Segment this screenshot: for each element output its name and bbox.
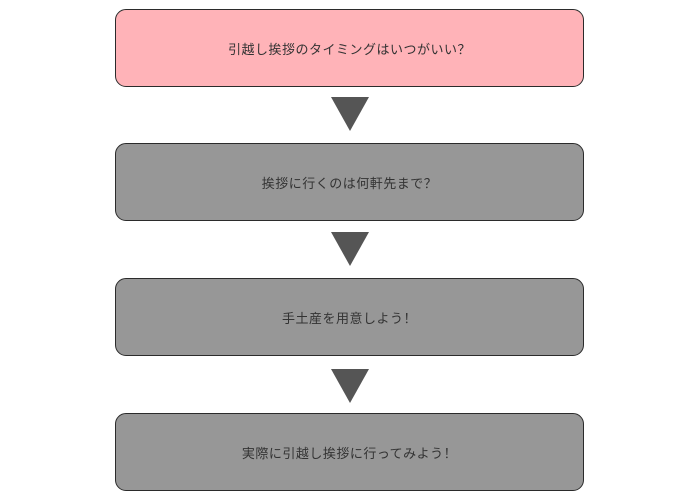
flow-step-1: 引越し挨拶のタイミングはいつがいい？ — [115, 9, 584, 87]
flow-step-1-label: 引越し挨拶のタイミングはいつがいい？ — [227, 42, 471, 58]
flow-step-4: 実際に引越し挨拶に行ってみよう！ — [115, 413, 584, 491]
flow-step-4-label: 実際に引越し挨拶に行ってみよう！ — [241, 446, 458, 462]
flow-step-2-label: 挨拶に行くのは何軒先まで？ — [261, 176, 438, 192]
flow-step-3-label: 手土産を用意しよう！ — [281, 311, 417, 327]
down-arrow-icon — [331, 97, 369, 131]
down-arrow-icon — [331, 232, 369, 266]
flow-step-3: 手土産を用意しよう！ — [115, 278, 584, 356]
down-arrow-icon — [331, 369, 369, 403]
flow-step-2: 挨拶に行くのは何軒先まで？ — [115, 143, 584, 221]
